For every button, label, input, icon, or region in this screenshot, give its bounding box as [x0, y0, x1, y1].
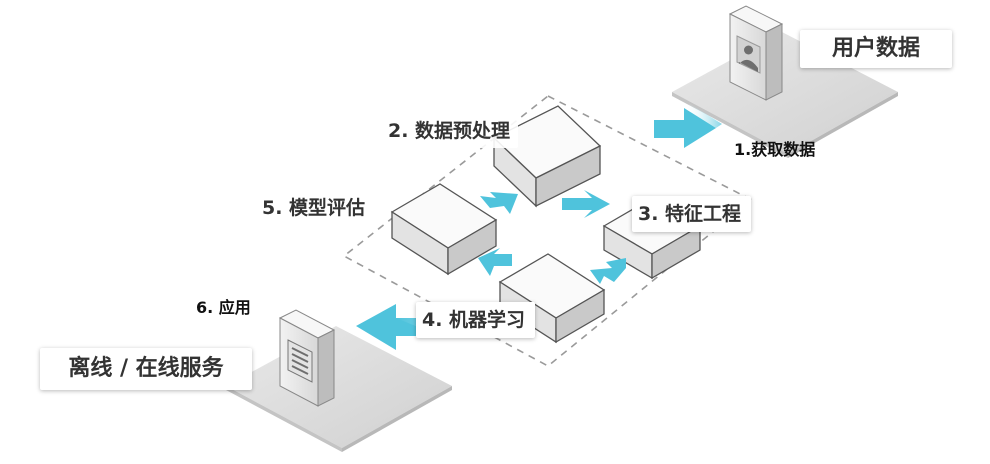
user-server-icon [728, 5, 784, 101]
arrow-step-3 [590, 258, 626, 284]
source-platform [672, 32, 898, 158]
step-3-label: 3. 特征工程 [632, 196, 752, 232]
document-server-icon [278, 309, 336, 407]
arrow-step-5 [480, 192, 518, 214]
preprocessing-box [492, 105, 602, 208]
evaluation-box [390, 183, 498, 276]
arrow-step-1 [654, 104, 722, 148]
target-platform [226, 326, 452, 452]
source-label: 用户数据 [800, 30, 952, 68]
arrow-step-4 [478, 248, 512, 276]
step-1-label: 1.获取数据 [734, 140, 816, 159]
arrow-step-2 [562, 190, 610, 218]
target-label: 离线 / 在线服务 [40, 348, 252, 390]
step-2-label: 2. 数据预处理 [382, 114, 519, 148]
step-4-label: 4. 机器学习 [416, 302, 536, 338]
step-6-label: 6. 应用 [196, 298, 251, 317]
step-5-label: 5. 模型评估 [256, 190, 376, 226]
